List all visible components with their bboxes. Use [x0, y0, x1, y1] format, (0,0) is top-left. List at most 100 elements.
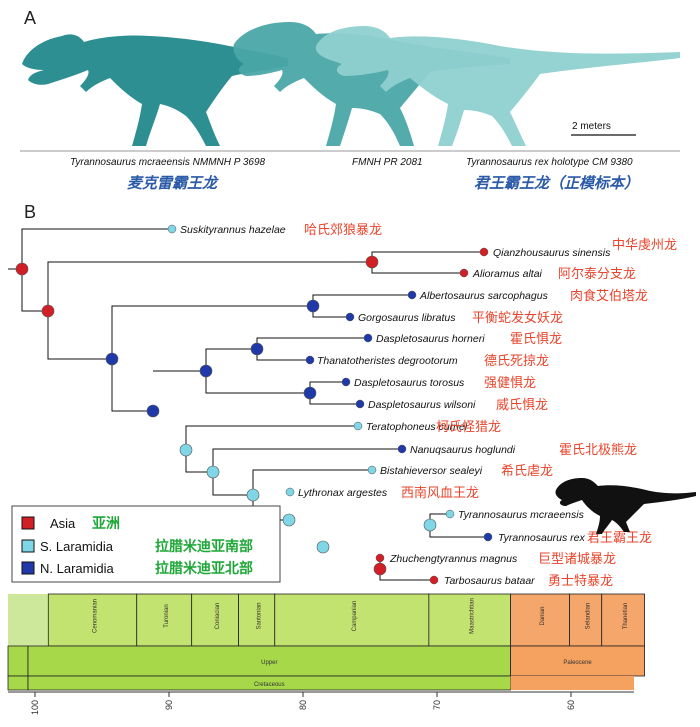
- tip-node: [367, 465, 377, 475]
- stage-block: [601, 593, 645, 647]
- time-tick-label: 90: [164, 700, 174, 710]
- stage-label: Turonian: [164, 604, 170, 627]
- taxon-cn-label: 巨型诸城暴龙: [538, 551, 616, 566]
- taxon-cn-label: 柯氏怪猎龙: [436, 419, 501, 434]
- legend-box: [11, 505, 281, 583]
- taxon-cn-label: 希氏虐龙: [501, 463, 553, 478]
- tip-node: [353, 421, 363, 431]
- stage-label: Santonian: [257, 602, 263, 629]
- panel-label-b: B: [24, 202, 36, 222]
- epoch-block: [7, 645, 29, 677]
- tree-branch: [205, 348, 310, 394]
- internal-node: [306, 299, 320, 313]
- legend: Asia 亚洲 S. Laramidia 拉腊米迪亚南部 N. Laramidi…: [11, 505, 281, 583]
- internal-node: [316, 540, 330, 554]
- legend-label-n-laramidia: N. Laramidia: [40, 561, 114, 576]
- tip-node: [305, 355, 315, 365]
- taxon-label: Lythronax argestes: [298, 487, 388, 499]
- tip-node: [167, 224, 177, 234]
- taxon-label: Teratophoneus curriei: [366, 421, 468, 433]
- stage-block: [8, 594, 49, 646]
- stage-label: Maastrichtian: [470, 598, 476, 634]
- taxon-cn-label: 勇士特暴龙: [548, 573, 613, 588]
- dinosaur-silhouettes: [22, 22, 680, 146]
- taxon-label: Gorgosaurus libratus: [358, 312, 456, 324]
- stage-label: Selandian: [586, 603, 592, 630]
- internal-node: [250, 342, 264, 356]
- internal-node: [246, 488, 260, 502]
- taxon-label: Daspletosaurus torosus: [354, 377, 465, 389]
- stage-label: Coniacian: [215, 603, 221, 630]
- tip-node: [363, 333, 373, 343]
- tyrannosaur-silhouette-rex: [315, 26, 680, 146]
- scale-bar-label: 2 meters: [572, 121, 611, 132]
- taxon-label: Tarbosaurus bataar: [444, 575, 535, 587]
- time-tick-label: 100: [30, 700, 40, 715]
- taxon-cn-label: 西南风血王龙: [401, 485, 479, 500]
- taxon-label: Daspletosaurus horneri: [376, 333, 485, 345]
- specimen-caption-mcraeensis: Tyrannosaurus mcraeensis NMMNH P 3698: [70, 157, 266, 168]
- tip-node: [479, 247, 489, 257]
- specimen-cn-rex: 君王霸王龙（正模标本）: [474, 174, 639, 192]
- stage-label: Thanetian: [623, 603, 629, 630]
- internal-node: [146, 404, 160, 418]
- legend-cn-s-laramidia: 拉腊米迪亚南部: [155, 538, 253, 554]
- tyrannosaur-silhouette-mcraeensis: [22, 34, 288, 146]
- stage-label: Campanian: [352, 601, 358, 632]
- taxon-label: Daspletosaurus wilsoni: [368, 399, 476, 411]
- stage-label: Danian: [540, 606, 546, 625]
- stage-label: Cenomanian: [93, 599, 99, 633]
- taxon-label: Alioramus altai: [472, 268, 543, 280]
- stage-block: [136, 593, 193, 647]
- stage-block: [191, 593, 239, 647]
- legend-swatch-n-laramidia: [21, 561, 35, 575]
- tip-node: [355, 399, 365, 409]
- taxon-cn-label: 肉食艾伯塔龙: [570, 288, 648, 303]
- epoch-block: [27, 645, 512, 677]
- internal-node: [206, 465, 220, 479]
- trex-silhouette-small: [555, 478, 696, 534]
- taxon-cn-label: 德氏死掠龙: [484, 353, 549, 368]
- tip-node: [375, 553, 385, 563]
- taxon-cn-label: 哈氏郊狼暴龙: [304, 222, 382, 237]
- internal-node: [303, 386, 317, 400]
- internal-node: [365, 255, 379, 269]
- taxon-cn-label: 霍氏北极熊龙: [559, 442, 637, 457]
- internal-node: [41, 304, 55, 318]
- tip-node: [483, 532, 493, 542]
- internal-node: [423, 518, 437, 532]
- tree-branch: [111, 305, 313, 412]
- epoch-label: Upper: [261, 660, 277, 666]
- legend-label-s-laramidia: S. Laramidia: [40, 539, 114, 554]
- taxon-label: Nanuqsaurus hoglundi: [410, 444, 516, 456]
- tree-branch: [21, 228, 172, 312]
- internal-node: [105, 352, 119, 366]
- stage-block: [510, 593, 570, 647]
- tip-node: [341, 377, 351, 387]
- tree-nodes: [15, 224, 493, 585]
- internal-node: [282, 513, 296, 527]
- time-tick-label: 60: [566, 700, 576, 710]
- taxon-cn-label: 威氏惧龙: [496, 397, 548, 412]
- legend-label-asia: Asia: [50, 516, 76, 531]
- period-block: [510, 676, 634, 690]
- period-block: [7, 675, 29, 691]
- legend-cn-asia: 亚洲: [92, 515, 120, 531]
- tree-branch: [47, 261, 372, 360]
- tip-node: [407, 290, 417, 300]
- taxon-label: Tyrannosaurus rex: [498, 532, 586, 544]
- internal-node: [179, 443, 193, 457]
- tip-node: [397, 444, 407, 454]
- tip-node: [345, 312, 355, 322]
- internal-node: [199, 364, 213, 378]
- tree-branch: [371, 251, 484, 274]
- internal-node: [15, 262, 29, 276]
- legend-cn-n-laramidia: 拉腊米迪亚北部: [155, 560, 253, 576]
- time-tick-label: 70: [432, 700, 442, 710]
- taxon-label: Thanatotheristes degrootorum: [317, 355, 458, 367]
- taxon-cn-label: 中华虔州龙: [612, 237, 677, 252]
- tip-node: [459, 268, 469, 278]
- specimen-caption-rex: Tyrannosaurus rex holotype CM 9380: [466, 157, 633, 168]
